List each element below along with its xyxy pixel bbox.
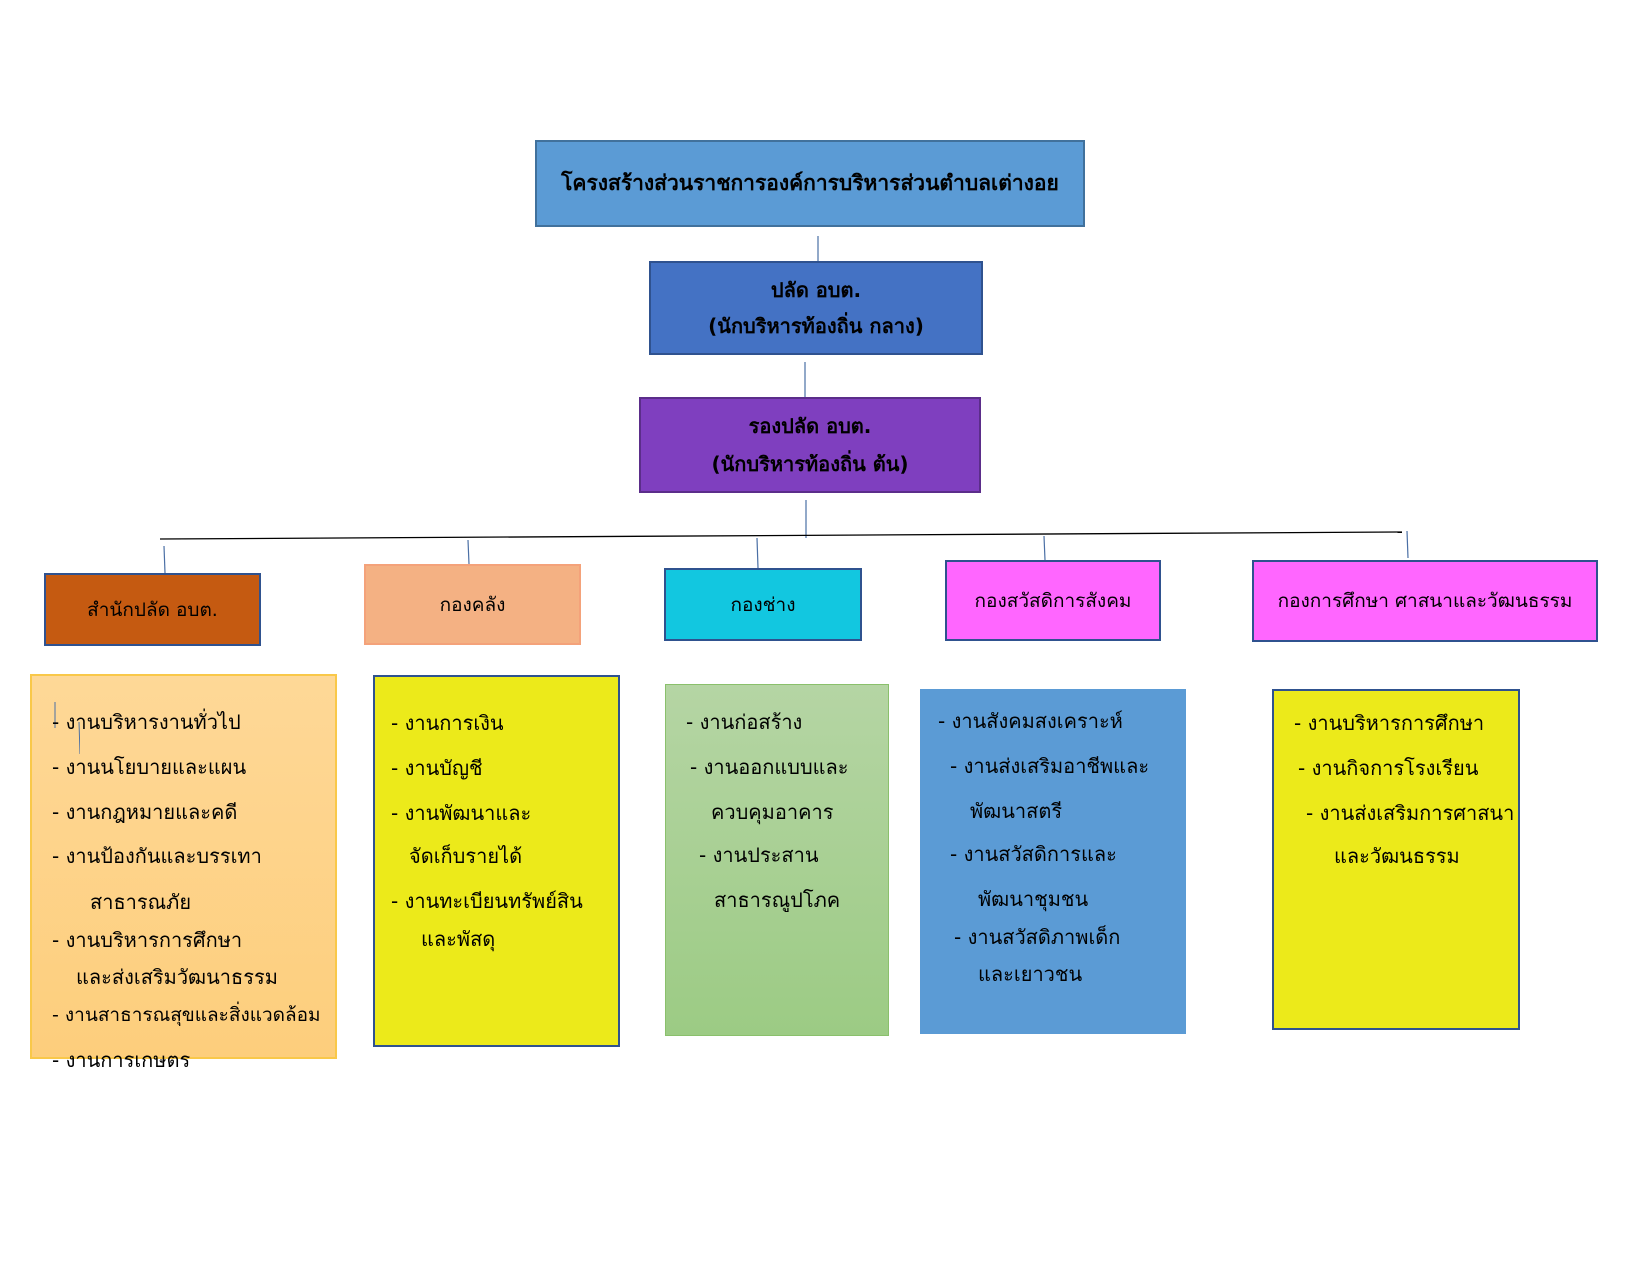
dept-treasury-box: กองคลัง [364, 564, 581, 645]
list-item: - งานพัฒนาและ [391, 801, 532, 825]
dept-works-box: กองช่าง [664, 568, 862, 641]
list-item: - งานบริหารงานทั่วไป [52, 710, 241, 734]
list-item: - งานนโยบายและแผน [52, 755, 247, 779]
org-chart-title: โครงสร้างส่วนราชการองค์การบริหารส่วนตำบล… [561, 171, 1059, 195]
dept-works-task-list: - งานก่อสร้าง - งานออกแบบและ ควบคุมอาคาร… [665, 684, 889, 1036]
list-item: พัฒนาชุมชน [978, 887, 1089, 911]
connector-bus-welfare [1043, 535, 1046, 561]
list-item: - งานทะเบียนทรัพย์สิน [391, 889, 583, 913]
chief-administrator-box: ปลัด อบต. (นักบริหารท้องถิ่น กลาง) [649, 261, 983, 355]
list-item: - งานบัญชี [391, 756, 483, 780]
list-item: - งานสังคมสงเคราะห์ [938, 709, 1123, 733]
list-item: - งานส่งเสริมอาชีพและ [950, 754, 1150, 778]
org-chart-title-box: โครงสร้างส่วนราชการองค์การบริหารส่วนตำบล… [535, 140, 1085, 227]
list-item: จัดเก็บรายได้ [409, 844, 523, 868]
connector-bus-education [1406, 530, 1409, 559]
chief-administrator-rank: (นักบริหารท้องถิ่น กลาง) [708, 314, 924, 338]
dept-education-name: กองการศึกษา ศาสนาและวัฒนธรรม [1277, 590, 1573, 612]
connector-bus-works [756, 537, 759, 569]
list-item: - งานส่งเสริมการศาสนา [1306, 801, 1515, 825]
list-item: - งานก่อสร้าง [686, 710, 803, 734]
list-item: และวัฒนธรรม [1334, 844, 1460, 868]
list-item: - งานกฎหมายและคดี [52, 800, 238, 824]
chief-administrator-title: ปลัด อบต. [770, 278, 862, 302]
list-item: ควบคุมอาคาร [711, 800, 834, 824]
connector-bus-office [163, 545, 166, 574]
list-item: และพัสดุ [421, 927, 496, 951]
list-item: และเยาวชน [978, 962, 1083, 986]
horizontal-bus-line [159, 531, 1403, 540]
dept-welfare-box: กองสวัสดิการสังคม [945, 560, 1161, 641]
list-item: - งานออกแบบและ [690, 755, 849, 779]
dept-office-name: สำนักปลัด อบต. [87, 598, 218, 621]
stray-cursor-marks [54, 702, 80, 755]
list-item: - งานการเงิน [391, 711, 504, 735]
deputy-administrator-title: รองปลัด อบต. [748, 414, 872, 438]
dept-treasury-task-list: - งานการเงิน - งานบัญชี - งานพัฒนาและ จั… [373, 675, 620, 1047]
dept-treasury-name: กองคลัง [439, 593, 506, 616]
dept-office-task-list: - งานบริหารงานทั่วไป - งานนโยบายและแผน -… [30, 674, 337, 1072]
dept-welfare-name: กองสวัสดิการสังคม [974, 589, 1132, 612]
list-item: สาธารณภัย [90, 890, 192, 914]
list-item: - งานบริหารการศึกษา [1294, 711, 1485, 735]
list-item: - งานการเกษตร [52, 1048, 191, 1072]
list-item: และส่งเสริมวัฒนาธรรม [76, 965, 278, 989]
list-item: พัฒนาสตรี [970, 799, 1063, 823]
dept-education-box: กองการศึกษา ศาสนาและวัฒนธรรม [1252, 560, 1598, 642]
list-item: - งานประสาน [699, 843, 819, 867]
list-item: - งานบริหารการศึกษา [52, 928, 243, 952]
deputy-administrator-rank: (นักบริหารท้องถิ่น ต้น) [711, 452, 909, 476]
list-item: - งานสาธารณสุขและสิ่งแวดล้อม [52, 1004, 321, 1026]
dept-welfare-task-list: - งานสังคมสงเคราะห์ - งานส่งเสริมอาชีพแล… [920, 689, 1186, 1034]
list-item: สาธารณูปโภค [714, 888, 841, 912]
dept-office-box: สำนักปลัด อบต. [44, 573, 261, 646]
connector-bus-treasury [467, 539, 470, 565]
deputy-administrator-box: รองปลัด อบต. (นักบริหารท้องถิ่น ต้น) [639, 397, 981, 493]
list-item: - งานสวัสดิภาพเด็ก [954, 925, 1121, 949]
list-item: - งานกิจการโรงเรียน [1298, 756, 1479, 780]
dept-works-name: กองช่าง [730, 593, 796, 616]
list-item: - งานป้องกันและบรรเทา [52, 844, 262, 868]
list-item: - งานสวัสดิการและ [950, 842, 1117, 866]
dept-education-task-list: - งานบริหารการศึกษา - งานกิจการโรงเรียน … [1272, 689, 1520, 1030]
